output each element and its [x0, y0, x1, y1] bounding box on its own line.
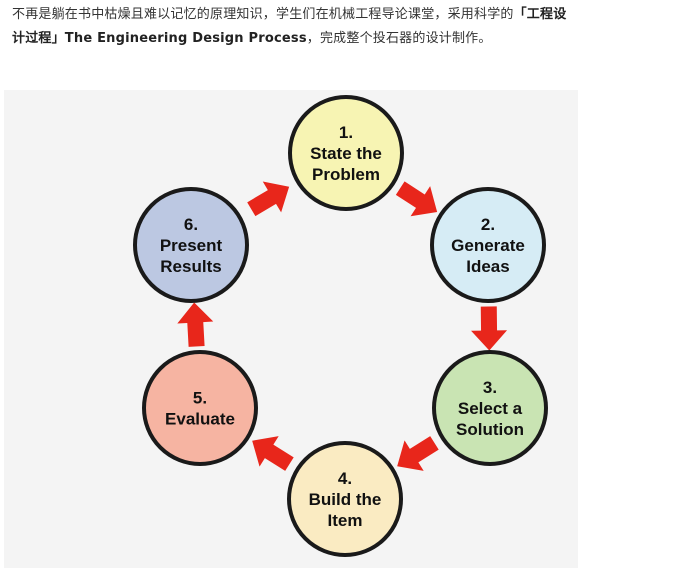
step-circle-4 [287, 441, 403, 557]
step-label-4-line-2: Item [328, 511, 363, 530]
step-number-6: 6. [184, 215, 198, 234]
cycle-arrow-1 [395, 181, 438, 217]
step-circle-2 [430, 187, 546, 303]
cycle-arrow-2 [471, 306, 508, 351]
step-circle-3 [432, 350, 548, 466]
arrow-layer [177, 181, 508, 471]
step-label-1-line-2: Problem [312, 165, 380, 184]
cycle-arrow-4 [252, 436, 294, 471]
step-label-3-line-1: Select a [458, 399, 523, 418]
step-label-5-line-1: Evaluate [165, 410, 235, 429]
intro-bold-term-start: 「工程设 [513, 7, 567, 22]
step-number-3: 3. [483, 378, 497, 397]
step-number-4: 4. [338, 469, 352, 488]
step-number-1: 1. [339, 123, 353, 142]
step-label-4-line-1: Build the [309, 490, 382, 509]
step-circle-5 [142, 350, 258, 466]
step-circle-6 [133, 187, 249, 303]
intro-bold-term-end: 计过程」The Engineering Design Process [12, 31, 307, 46]
step-number-5: 5. [193, 389, 207, 408]
intro-text: 不再是躺在书中枯燥且难以记忆的原理知识，学生们在机械工程导论课堂，采用科学的 [12, 7, 514, 22]
step-label-6-line-1: Present [160, 236, 223, 255]
step-label-6-line-2: Results [160, 257, 221, 276]
step-node-3: 3. Select a Solution [432, 350, 548, 466]
step-label-3-line-2: Solution [456, 420, 524, 439]
cycle-arrow-6 [247, 181, 290, 217]
step-node-5: 5. Evaluate [142, 350, 258, 466]
intro-tail: ，完成整个投石器的设计制作。 [306, 31, 492, 46]
cycle-arrow-3 [397, 436, 439, 471]
intro-paragraph: 不再是躺在书中枯燥且难以记忆的原理知识，学生们在机械工程导论课堂，采用科学的「工… [12, 3, 680, 51]
step-label-1-line-1: State the [310, 144, 382, 163]
step-label-2-line-2: Ideas [466, 257, 509, 276]
step-circle-1 [288, 95, 404, 211]
step-number-2: 2. [481, 215, 495, 234]
step-label-2-line-1: Generate [451, 236, 525, 255]
cycle-arrow-5 [177, 302, 214, 347]
